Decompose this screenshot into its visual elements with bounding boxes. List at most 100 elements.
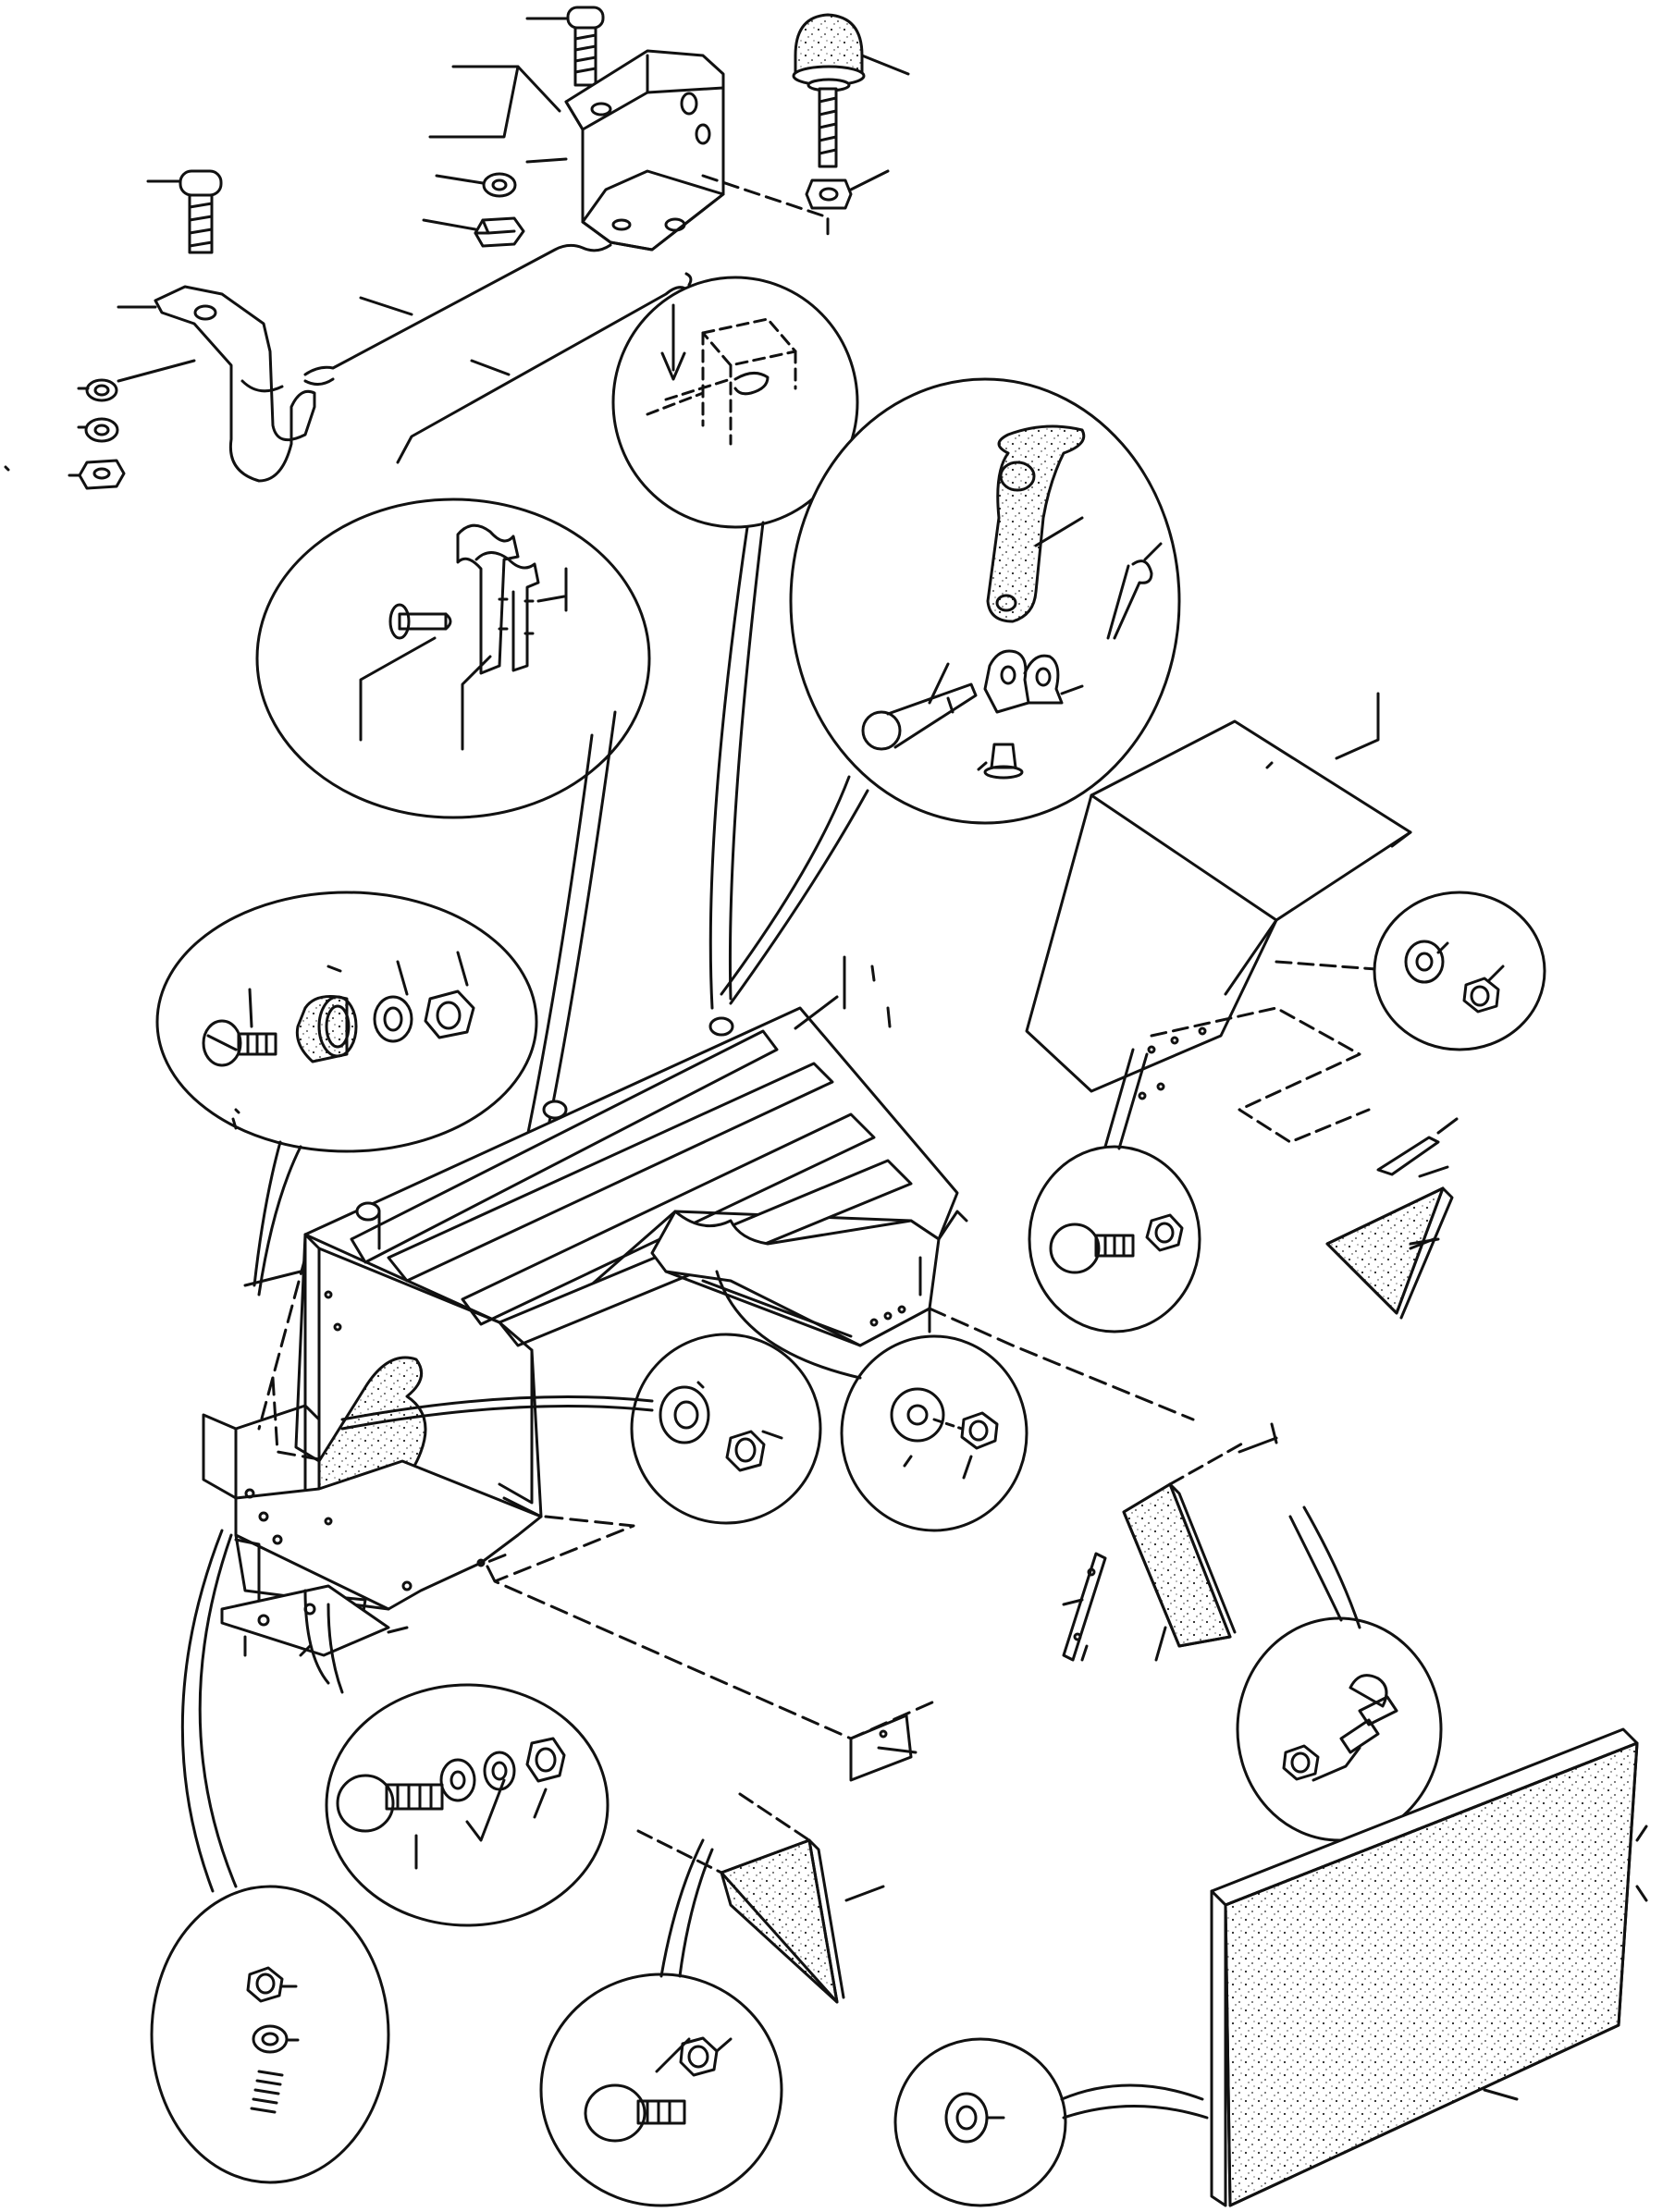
dashed-box-outline (484, 1515, 936, 1740)
box-screw-3 (708, 1016, 734, 1037)
leader-detail9 (1060, 2083, 1204, 2101)
right-cover (1025, 692, 1412, 1144)
leader-box-top (794, 995, 839, 1030)
leader-detail6-2 (326, 1603, 344, 1694)
leader-clip-to-box-2 (728, 521, 765, 1001)
bracket-plates (456, 523, 566, 675)
carriage-bolt-icon-3 (584, 2083, 686, 2143)
carriage-bolt-nut-detail-2 (1236, 1616, 1443, 1842)
rubber-latch-icon (986, 424, 1086, 623)
bolt-left (146, 169, 223, 254)
latch-bracket-icon (983, 649, 1084, 714)
leader-detail4-2 (1117, 1052, 1149, 1150)
box-screw-2 (542, 1100, 568, 1120)
locknut-icon (246, 1966, 298, 2003)
leader-detail4 (1103, 1048, 1135, 1149)
upper-bracket-assembly (68, 6, 910, 490)
leader-detail2-to-box (715, 1270, 862, 1380)
nut-icon-5 (1282, 1744, 1320, 1781)
nut-upper (422, 216, 525, 248)
bracket-left (117, 285, 316, 483)
leader-plate (461, 655, 492, 751)
rubber-latch-detail (789, 377, 1181, 825)
bolt-top (566, 6, 605, 87)
leader-detail7-2 (198, 1533, 238, 1888)
leader-rod-lower (470, 359, 511, 376)
rod-upper (303, 243, 612, 376)
leader-latch-to-box (720, 775, 851, 996)
leader-gusset-right (1409, 1237, 1440, 1246)
nut-icon (725, 1430, 766, 1472)
carriage-bolt-nut-detail-1 (1028, 1145, 1201, 1333)
cover-box (1090, 719, 1412, 922)
rivet-icon (977, 743, 1024, 780)
leader-bracket-1 (451, 65, 561, 113)
box-side-left (294, 1233, 321, 1463)
nut-icon-4 (1145, 1213, 1184, 1252)
washer-upper (435, 172, 517, 198)
leader-pin (359, 636, 437, 742)
strap-hinge (220, 1538, 409, 1657)
flat-washer-icon (439, 1758, 476, 1802)
nut-icon-2 (960, 1411, 999, 1450)
triangle-gusset-middle (1062, 1422, 1278, 1662)
leader-nut-upper (525, 157, 568, 164)
lock-washer-left (77, 359, 196, 402)
dashed-link-buffer (701, 174, 830, 238)
center-box (202, 955, 968, 1611)
carriage-bolt-nut-detail-3 (539, 1972, 783, 2207)
box-front-cut (650, 1210, 941, 1347)
leader-latch (1034, 516, 1084, 547)
strap-right (1376, 1136, 1440, 1176)
leader-detail6 (303, 1589, 330, 1685)
leader-bracket-2 (428, 65, 520, 139)
clevis-pin-icon (861, 662, 978, 751)
cotter-pin-icon (1106, 542, 1163, 640)
nut-left (68, 459, 126, 490)
leader-detail5-2 (1288, 1515, 1343, 1622)
triangle-gusset-lower (636, 1714, 918, 2004)
nut-icon-3 (1462, 977, 1500, 1014)
box-screw-1 (355, 1201, 381, 1250)
leader-detail1-to-box-2 (340, 1405, 654, 1431)
washer-icon-2 (890, 1387, 945, 1443)
washer-icon-3 (1404, 940, 1445, 984)
flat-panel (1210, 1727, 1648, 2207)
rod-upper-2 (303, 377, 335, 386)
nut-grommet-icon (424, 951, 475, 1039)
arrow-icon (660, 303, 686, 381)
washer-nut-detail-1 (630, 1333, 822, 1525)
washer-grommet-icon (373, 960, 413, 1043)
bracket-upper-right (564, 49, 725, 252)
washer-nut-detail-3 (1373, 891, 1546, 1051)
screw-grommet-detail (155, 891, 538, 1153)
leader-clip-to-box (708, 525, 749, 1010)
pin-icon (388, 603, 452, 640)
strap-middle (1062, 1552, 1107, 1662)
bolt-icon (336, 1774, 444, 1833)
grommet-icon (295, 965, 358, 1063)
clip-icon (733, 372, 770, 396)
leader-box-misc (231, 1117, 238, 1130)
leader-cover (1335, 692, 1380, 760)
locknut-washer-spring-detail (150, 1885, 390, 2184)
rubber-buffer (792, 13, 910, 168)
carriage-bolt-icon (1049, 1223, 1135, 1274)
washer-icon (659, 1385, 710, 1444)
screw-icon (202, 1019, 277, 1067)
triangle-gusset-right (1325, 1117, 1459, 1320)
nut-buffer (805, 169, 890, 210)
leader-detail8-2 (678, 1848, 714, 1978)
dashed-box-outline-2 (928, 1307, 1195, 1421)
rod-lower-2 (684, 272, 693, 287)
nut-icon-6 (525, 1737, 566, 1783)
box-front-flap (202, 1413, 238, 1500)
dashed-cover-outline (1150, 1006, 1371, 1144)
washer-icon-4 (252, 2024, 300, 2054)
carriage-bolt-icon-2 (1339, 1674, 1398, 1754)
leader-rod-upper (359, 296, 413, 316)
leader-latch-to-box-2 (729, 789, 869, 1005)
spring-icon (250, 2070, 284, 2114)
leader-detail7 (180, 1529, 224, 1893)
